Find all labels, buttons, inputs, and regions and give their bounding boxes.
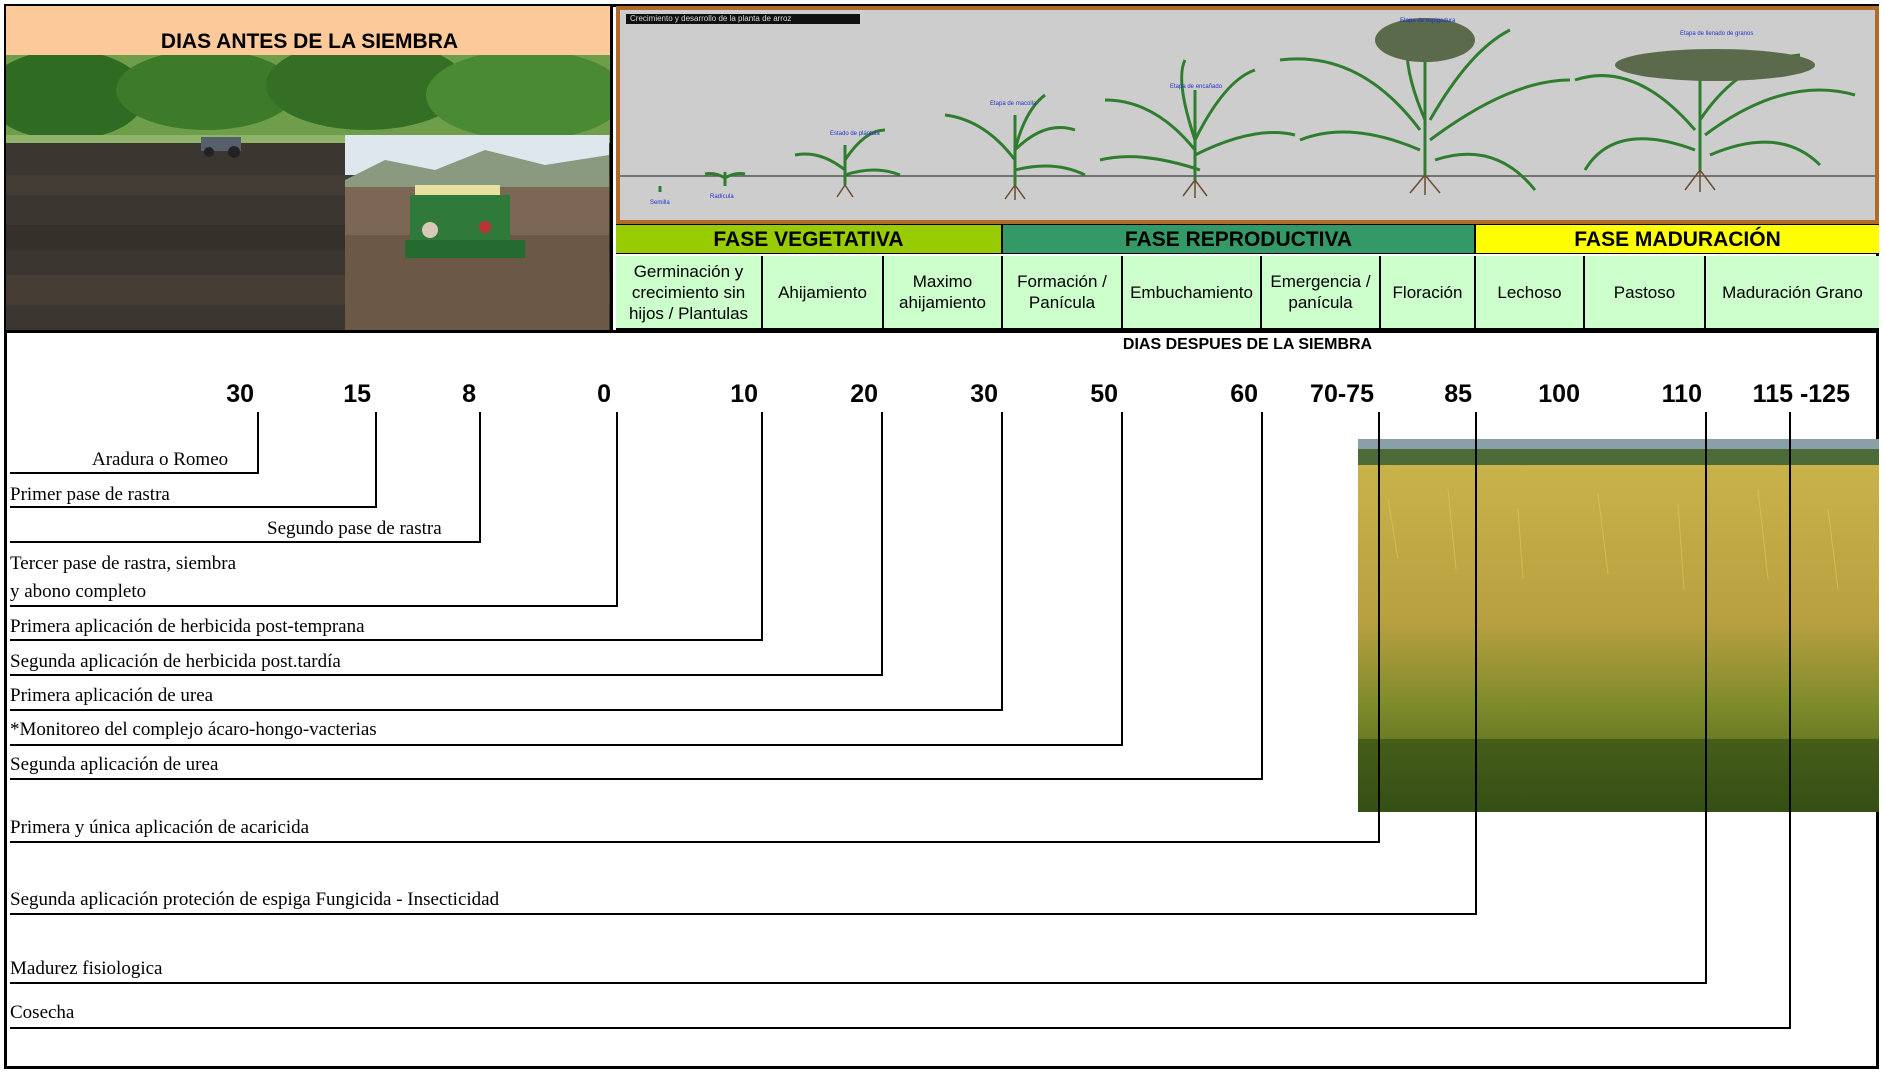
- day-label: 8: [462, 380, 476, 408]
- stage-label: Lechoso: [1497, 282, 1562, 302]
- svg-text:Estado de plántula: Estado de plántula: [830, 131, 880, 137]
- after-sowing-label: DIAS DESPUES DE LA SIEMBRA: [1122, 336, 1373, 353]
- activity-label: y abono completo: [10, 581, 147, 602]
- day-label: 60: [1230, 380, 1258, 408]
- rice-growth-diagram: Crecimiento y desarrollo de la planta de…: [616, 6, 1879, 224]
- day-label: 115 -125: [1752, 380, 1850, 408]
- day-label: 30: [970, 380, 998, 408]
- stage-label: Ahijamiento: [778, 282, 867, 302]
- phase-reproductive-label: FASE REPRODUCTIVA: [1124, 228, 1353, 251]
- stage-cell: Maximo ahijamiento: [884, 256, 1003, 330]
- day-label: 10: [730, 380, 758, 408]
- activity-label: Segunda aplicación de herbicida post.tar…: [10, 651, 341, 672]
- activity-label: Cosecha: [10, 1002, 75, 1023]
- activity-label: Primera aplicación de urea: [10, 685, 214, 706]
- stage-cell: Floración: [1381, 256, 1476, 330]
- before-sowing-title: DIAS ANTES DE LA SIEMBRA: [160, 30, 459, 53]
- activity-label: Primer pase de rastra: [10, 484, 170, 505]
- phase-vegetative: FASE VEGETATIVA: [616, 224, 1003, 254]
- activity-label: Primera y única aplicación de acaricida: [10, 817, 310, 838]
- stage-label: Floración: [1392, 282, 1463, 302]
- day-label: 110: [1661, 380, 1702, 408]
- day-label: 100: [1538, 380, 1580, 408]
- stage-cell: Pastoso: [1585, 256, 1706, 330]
- plowed-field-photo: [6, 55, 610, 330]
- svg-text:Etapa de llenado de granos: Etapa de llenado de granos: [1680, 31, 1753, 37]
- stage-label: Germinación y crecimiento sin hijos / Pl…: [628, 261, 749, 323]
- stage-cell: Maduración Grano: [1706, 256, 1879, 330]
- stage-cell: Germinación y crecimiento sin hijos / Pl…: [616, 256, 763, 330]
- stage-label: Embuchamiento: [1130, 282, 1253, 302]
- activity-label: Segundo pase de rastra: [267, 518, 442, 539]
- svg-text:Radícula: Radícula: [710, 194, 734, 200]
- svg-text:Etapa de macolla: Etapa de macolla: [990, 101, 1037, 107]
- phase-vegetative-label: FASE VEGETATIVA: [713, 228, 904, 251]
- rice-field-illustration: [1358, 439, 1879, 812]
- stage-cell: Embuchamiento: [1123, 256, 1262, 330]
- rice-plant-stages-illustration: Semilla Radícula Estado de plántula Etap…: [620, 18, 1875, 206]
- stage-label: Maximo ahijamiento: [899, 272, 986, 312]
- stage-label: Formación / Panícula: [1017, 272, 1107, 312]
- rice-field-photo: [1358, 439, 1879, 812]
- activity-label: Primera aplicación de herbicida post-tem…: [10, 616, 365, 637]
- stage-label: Maduración Grano: [1722, 282, 1863, 302]
- stage-label: Emergencia / panícula: [1270, 272, 1371, 312]
- activity-label: *Monitoreo del complejo ácaro-hongo-vact…: [10, 719, 377, 740]
- seeding-tractor-illustration: [345, 135, 609, 330]
- day-label: 20: [850, 380, 878, 408]
- stage-cell: Formación / Panícula: [1003, 256, 1123, 330]
- activity-label: Segunda aplicación de urea: [10, 754, 219, 775]
- diagram-caption: Crecimiento y desarrollo de la planta de…: [626, 14, 860, 24]
- stage-cell: Lechoso: [1476, 256, 1585, 330]
- phase-reproductive: FASE REPRODUCTIVA: [1003, 224, 1476, 254]
- svg-text:Etapa de encañado: Etapa de encañado: [1170, 84, 1223, 90]
- svg-text:Semilla: Semilla: [650, 200, 670, 206]
- stage-label: Pastoso: [1613, 282, 1676, 302]
- phase-maturation: FASE MADURACIÓN: [1476, 224, 1879, 254]
- activity-label: Aradura o Romeo: [92, 449, 229, 470]
- plowed-field-illustration: [6, 55, 610, 330]
- stage-cell: Emergencia / panícula: [1262, 256, 1381, 330]
- day-label: 30: [226, 380, 254, 408]
- day-label: 70-75: [1310, 380, 1374, 408]
- activity-label: Madurez fisiologica: [10, 958, 163, 979]
- stage-cell: Ahijamiento: [763, 256, 884, 330]
- day-label: 85: [1444, 380, 1472, 408]
- section-divider: [6, 330, 1879, 333]
- seeding-tractor-photo: [345, 135, 609, 330]
- phase-maturation-label: FASE MADURACIÓN: [1574, 228, 1781, 251]
- day-label: 15: [343, 380, 371, 408]
- svg-text:Etapa de espigadura: Etapa de espigadura: [1400, 18, 1456, 24]
- day-label: 0: [597, 380, 611, 408]
- activity-label: Segunda aplicación proteción de espiga F…: [10, 889, 500, 910]
- day-label: 50: [1090, 380, 1118, 408]
- activity-label: Tercer pase de rastra, siembra: [10, 553, 237, 574]
